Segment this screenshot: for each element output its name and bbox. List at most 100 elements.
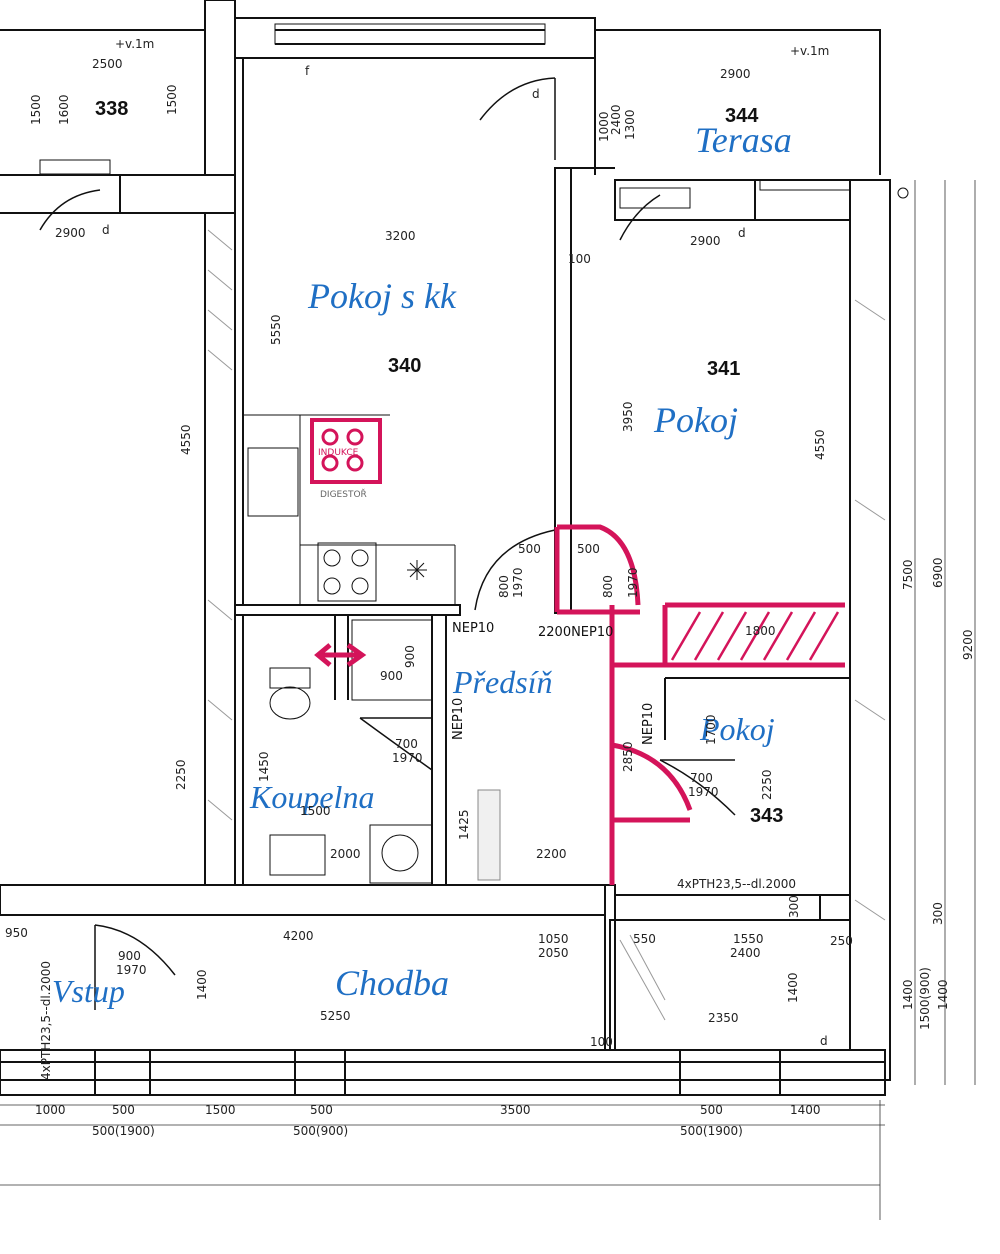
dimension-1300: 1300: [623, 109, 637, 140]
dimension-1450: 1450: [257, 751, 271, 782]
dimension-1400-d: 1400: [901, 979, 915, 1010]
dimension-100-a: 100: [568, 252, 591, 266]
dimension-1500-d: 1500: [205, 1103, 236, 1117]
height-mark-right: +v.1m: [790, 44, 829, 58]
nep-label-d: NEP10: [641, 703, 656, 745]
dimension-500-a: 500: [518, 542, 541, 556]
dimension-100-b: 100: [590, 1035, 613, 1049]
pth-label-right: 4xPTH23,5--dl.2000: [677, 877, 796, 891]
dimension-500-c: 500: [112, 1103, 135, 1117]
dimension-2250-a: 2250: [174, 759, 188, 790]
dimension-950: 950: [5, 926, 28, 940]
induction-hob-icon: [310, 418, 382, 484]
dimension-2850: 2850: [621, 741, 635, 772]
dimension-2900-341: 2900: [690, 234, 721, 248]
storage-cabinet: [477, 789, 501, 881]
dimension-700-b: 700: [690, 771, 713, 785]
pth-label-left: 4xPTH23,5--dl.2000: [39, 961, 53, 1080]
red-markup: [314, 524, 845, 885]
dimension-800-b: 800: [601, 575, 615, 598]
dimension-500-900: 500(900): [293, 1124, 348, 1138]
room-number-343: 343: [750, 805, 783, 827]
dimension-500-1900-b: 500(1900): [680, 1124, 743, 1138]
kitchen-fixtures: [243, 414, 456, 605]
tag-d1: d: [532, 87, 540, 101]
dimension-2200: 2200: [536, 847, 567, 861]
dimension-700-a: 700: [395, 737, 418, 751]
dimension-1600-a: 1600: [57, 94, 71, 125]
dimension-1550: 1550: [733, 932, 764, 946]
dimension-5550: 5550: [269, 314, 283, 345]
dimension-1400-b: 1400: [786, 972, 800, 1003]
label-chodba: Chodba: [335, 963, 449, 1003]
dimension-800-a: 800: [497, 575, 511, 598]
dimension-1970-b: 1970: [626, 567, 640, 598]
label-predsin: Předsíň: [452, 664, 553, 700]
dimension-500-d: 500: [310, 1103, 333, 1117]
bathroom-fixtures: [269, 619, 433, 884]
dimension-1000-b: 1000: [597, 111, 611, 142]
dimension-1970-e: 1970: [116, 963, 147, 977]
dimension-4200: 4200: [283, 929, 314, 943]
dimension-500-b: 500: [577, 542, 600, 556]
dimension-7500: 7500: [901, 559, 915, 590]
dimension-4550-a: 4550: [179, 424, 193, 455]
dimension-lines: [0, 180, 976, 1220]
dimension-2500: 2500: [92, 57, 123, 71]
dimension-1500-a: 1500: [29, 94, 43, 125]
dimension-3500: 3500: [500, 1103, 531, 1117]
room-number-344: 344: [725, 105, 759, 127]
dimension-3950: 3950: [621, 401, 635, 432]
dimension-900-b: 900: [403, 645, 417, 668]
label-vstup: Vstup: [52, 973, 125, 1009]
dimension-2000: 2000: [330, 847, 361, 861]
room-number-340: 340: [388, 355, 421, 377]
dimension-1970-a: 1970: [511, 567, 525, 598]
nep-label-a: NEP10: [452, 621, 494, 636]
dimension-1425: 1425: [457, 809, 471, 840]
dimension-1700: 1700: [704, 714, 718, 745]
induction-label: INDUKCE: [318, 448, 359, 458]
label-terasa: Terasa: [695, 120, 792, 160]
dimension-1500-b: 1500: [165, 84, 179, 115]
dimension-4550-b: 4550: [813, 429, 827, 460]
dimension-2250-b: 2250: [760, 769, 774, 800]
dimension-1970-d: 1970: [688, 785, 719, 799]
dimension-550: 550: [633, 932, 656, 946]
tag-d4: d: [820, 1034, 828, 1048]
dimension-2350: 2350: [708, 1011, 739, 1025]
room-number-338: 338: [95, 98, 128, 120]
tag-d3: d: [738, 226, 746, 240]
red-hatching: [670, 611, 840, 661]
dimension-2400-b: 2400: [609, 104, 623, 135]
windows: [39, 23, 851, 209]
dimension-1500-900: 1500(900): [918, 967, 932, 1030]
height-mark-left: +v.1m: [115, 37, 154, 51]
dimension-1050: 1050: [538, 932, 569, 946]
axis-marker: [897, 187, 909, 199]
dimension-3200: 3200: [385, 229, 416, 243]
label-koupelna: Koupelna: [249, 779, 374, 815]
nep-label-c: NEP10: [451, 698, 466, 740]
dimension-1400-c: 1400: [790, 1103, 821, 1117]
hood-label: DIGESTOŘ: [320, 489, 367, 500]
dimension-1500-c: 1500: [300, 804, 331, 818]
dimension-1000: 1000: [35, 1103, 66, 1117]
tag-d2: d: [102, 223, 110, 237]
dimension-1970-c: 1970: [392, 751, 423, 765]
label-pokoj-343: Pokoj: [699, 711, 775, 747]
doors: [39, 77, 736, 1010]
dimension-300: 300: [931, 902, 945, 925]
walls: [0, 0, 891, 1096]
dimension-300-b: 300: [787, 895, 801, 918]
dimension-900-c: 900: [118, 949, 141, 963]
dimension-2900-terrace: 2900: [720, 67, 751, 81]
dimension-1800: 1800: [745, 624, 776, 638]
dimension-2400: 2400: [730, 946, 761, 960]
dimension-1400-a: 1400: [195, 969, 209, 1000]
label-pokoj-341: Pokoj: [653, 400, 738, 440]
label-pokoj-kk: Pokoj s kk: [307, 276, 457, 316]
dimension-1400-e: 1400: [936, 979, 950, 1010]
